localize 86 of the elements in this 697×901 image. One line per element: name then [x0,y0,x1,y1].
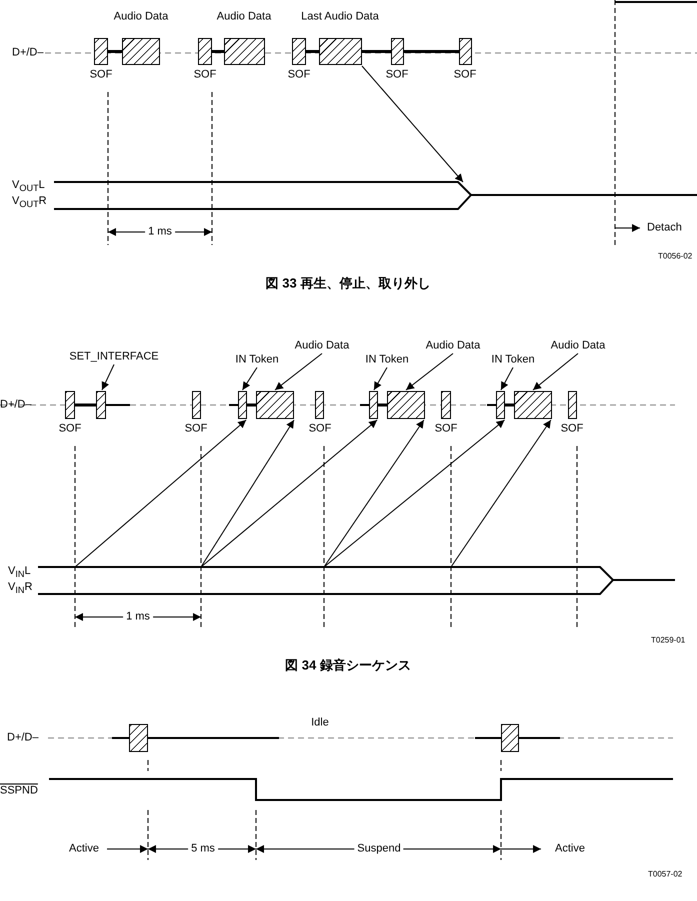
packet-label: SOF [560,422,584,436]
signal-name: V$_{IN}$R [8,580,32,598]
arrow [200,420,294,568]
arrow [324,420,424,568]
bus-activity-line [247,404,256,406]
packet-label: SOF [386,68,408,82]
packet-box [441,391,451,419]
bus-activity-line [362,50,391,53]
packet-box [369,391,378,419]
callout-label: IN Token [365,354,409,366]
state-label: Active [69,842,99,856]
arrow [74,420,247,568]
bus-activity-line [306,50,319,53]
figure-id: T0057-02 [648,868,682,880]
bus-activity-line [212,50,224,53]
state-label: Detach [647,222,682,234]
signal-name: V$_{IN}$L [8,564,31,582]
dimension-label: Suspend [354,842,404,856]
arrow [450,420,552,568]
arrow [242,367,258,390]
packet-box [192,391,201,419]
signal-waveform [6,566,675,596]
packet-box [315,391,324,419]
packet-box [122,38,160,65]
packet-box [129,724,148,752]
arrow [274,353,322,390]
callout-label: SET_INTERFACE [69,350,159,364]
arrow [406,353,454,390]
state-label: Active [555,842,585,856]
packet-box [387,391,425,419]
packet-box [459,38,472,65]
arrow [200,420,378,568]
arrow [102,364,114,390]
bus-activity-line [505,404,514,406]
figure-caption: 図 33 再生、停止、取り外し [266,276,430,290]
packet-label: SOF [288,68,310,82]
bus-activity-line [404,50,459,53]
signal-waveform [10,181,697,211]
arrow [500,367,514,390]
packet-label: SOF [434,422,458,436]
signal-name: V$_{OUT}$L [12,178,45,196]
packet-label: SOF [308,422,332,436]
packet-box [256,391,294,419]
arrow [324,420,506,568]
packet-box [198,38,212,65]
packet-box [224,38,265,65]
arrow [373,367,388,390]
signal-name: V$_{OUT}$R [12,194,47,212]
signal-waveform [0,778,673,801]
callout-label: IN Token [235,354,279,366]
bus-activity-line [108,50,122,53]
callout-label: Audio Data [294,340,350,352]
callout-label: IN Token [491,354,535,366]
packet-label: Audio Data [114,10,168,24]
signal-name: D+/D– [0,398,32,412]
packet-box [391,38,404,65]
packet-box [514,391,552,419]
packet-label: SOF [90,68,112,82]
packet-box [238,391,247,419]
figure-id: T0259-01 [651,634,686,646]
arrow [532,353,578,390]
figure-id: T0056-02 [658,250,692,262]
packet-label: Audio Data [216,10,272,24]
packet-label: SOF [194,68,216,82]
packet-label: SOF [58,422,82,436]
packet-box [94,38,108,65]
packet-box [501,724,519,752]
callout-label: Audio Data [550,340,606,352]
packet-box [568,391,577,419]
signal-name: SSPND [0,784,38,798]
packet-box [319,38,362,65]
callout-label: Audio Data [426,340,480,352]
packet-label: Last Audio Data [301,10,379,24]
signal-name: D+/D– [12,46,44,60]
arrow [362,66,464,182]
figure-caption: 図 34 録音シーケンス [285,658,411,672]
bus-activity-line [378,404,387,406]
packet-label: SOF [184,422,208,436]
packet-box [65,391,75,419]
signal-name: D+/D– [7,732,38,744]
packet-box [96,391,106,419]
packet-box [292,38,306,65]
state-label: Idle [311,716,329,730]
bus-activity-line [75,404,96,406]
packet-box [496,391,505,419]
packet-label: SOF [454,68,476,82]
